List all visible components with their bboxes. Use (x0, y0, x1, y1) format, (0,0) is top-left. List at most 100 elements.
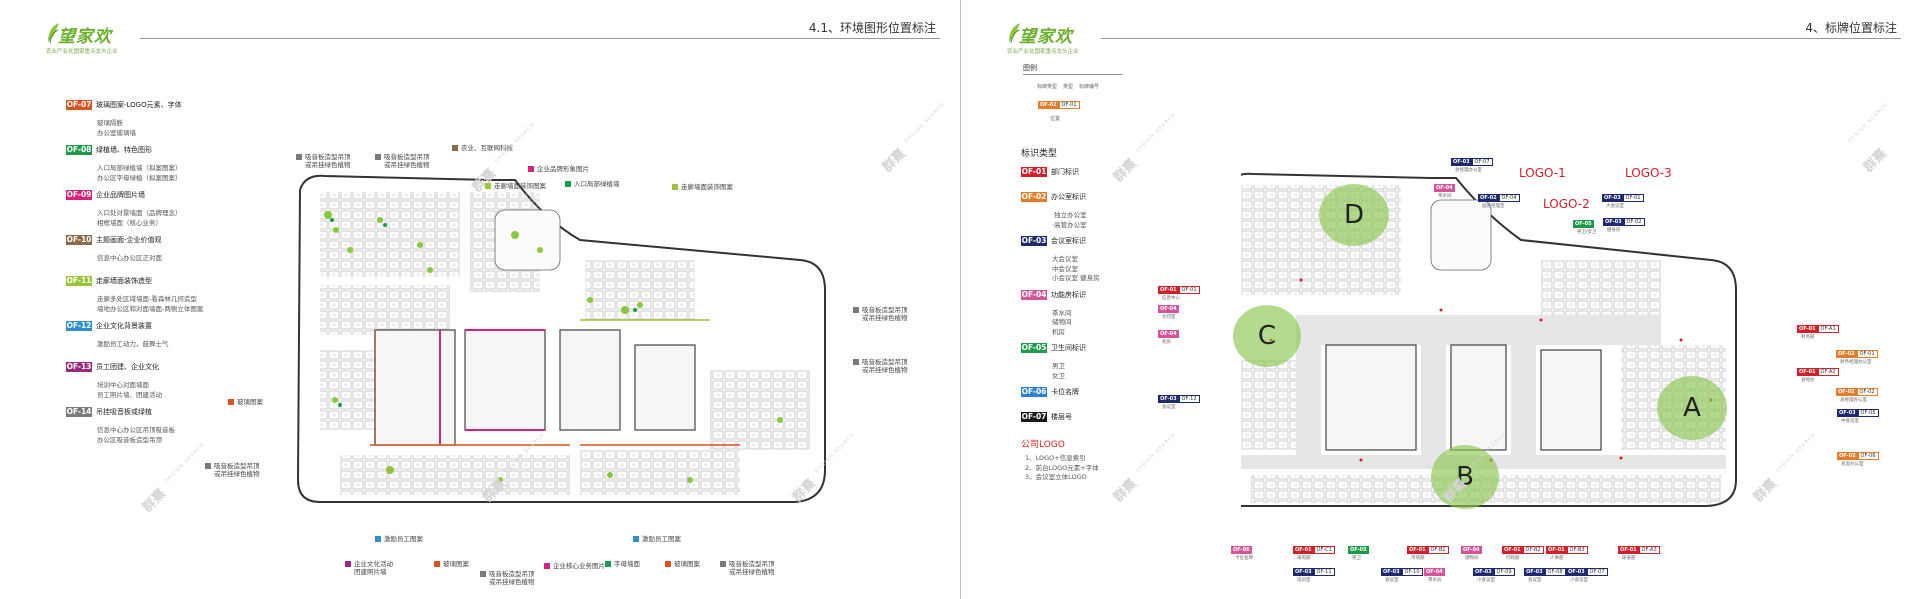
company-logo-line: 2、前台LOGO元素+字体 (1025, 463, 1099, 472)
plan-callout: 走廊墙面装饰图案 (672, 183, 733, 191)
sign-title: 会议室标识 (1051, 237, 1086, 245)
sign-tag-location: 储物间 (1465, 556, 1479, 561)
example-type-label: 标牌类型 (1037, 84, 1058, 90)
example-tag: OF-02 OF-01 (1038, 101, 1080, 109)
callout-marker (853, 359, 859, 365)
plan-callout: 入口局部绿植墙 (565, 180, 620, 188)
legend-title: 主题画面-企业价值观 (96, 236, 162, 244)
sign-tag-location: 信息中心 (1162, 296, 1180, 301)
legend-detail: 走廊多处区域墙面-看森林几何造型 (97, 295, 197, 303)
sign-tag-number: OF-B3 (1566, 546, 1588, 554)
sign-tag-number: OF-06 (1857, 452, 1879, 460)
legend-title: 吊挂吸音板或绿植 (96, 408, 152, 416)
plan-callout: 字母墙面 (605, 560, 640, 568)
callout-marker (633, 536, 639, 542)
sign-title: 楼层号 (1051, 413, 1072, 421)
sign-tag-code: OF-02 (1836, 388, 1857, 396)
callout-text: 入口局部绿植墙 (574, 180, 620, 188)
callout-marker (452, 145, 458, 151)
sign-tag-location: 人事部 (1550, 556, 1564, 561)
logo-label-3: LOGO-3 (1625, 166, 1672, 180)
callout-text: 玻璃图案 (237, 398, 263, 406)
sign-tag-location: 副总经理室 (1482, 204, 1505, 209)
company-logo-line: 1、LOGO+信息索引 (1025, 454, 1086, 462)
sign-tag-number: OF-11 (1313, 568, 1335, 576)
floor-plan-right (1241, 172, 1737, 507)
sign-tag-location: 总经理办公室 (1840, 398, 1867, 403)
sign-tag-code: OF-03 (1524, 568, 1545, 576)
example-caption: 位置 (1050, 116, 1061, 122)
callout-marker (544, 563, 550, 569)
sign-tag-code: OF-06 (1231, 546, 1252, 554)
sign-tag-code: OF-04 (1461, 546, 1482, 554)
callout-text: 农业、互联网科技 (461, 144, 513, 152)
legend-detail: 墙地办公区和对面墙面-两侧立体图案 (97, 304, 204, 313)
sign-detail: ·高管办公室 (1052, 220, 1087, 229)
sign-tag-location: 研发部 (1622, 556, 1636, 561)
header-rule (140, 38, 940, 39)
plan-callout: 吸音板造型吊顶 或吊挂绿色植物 (853, 306, 908, 322)
sign-code: OF-05 (1021, 343, 1047, 353)
sign-tag-code: OF-01 (1546, 546, 1567, 554)
plan-callout: 企业核心业务图片 (544, 562, 605, 570)
sign-detail: 小会议室 健身房 (1052, 274, 1100, 282)
sign-tag-number: OF-12 (1178, 395, 1200, 403)
sign-tag-number: OF-A2 (1817, 368, 1839, 376)
company-logo-line: 3、会议室立体LOGO (1025, 473, 1087, 481)
legend-code: OF-14 (66, 407, 92, 417)
sign-tag-code: OF-01 (1158, 286, 1179, 294)
sign-detail: 茶水间 (1052, 308, 1072, 317)
sign-tag-location: 男卫 (1352, 556, 1361, 561)
sign-tag-number: OF-A1 (1817, 325, 1839, 333)
callout-text: 玻璃图案 (443, 560, 469, 568)
sign-title: 办公室标识 (1051, 193, 1086, 201)
sign-tag: OF-05 (1573, 220, 1594, 228)
example-tag-code: OF-02 (1038, 101, 1059, 109)
sign-code: OF-03 (1021, 236, 1047, 246)
legend-code: OF-13 (66, 362, 92, 372)
sign-tag-code: OF-03 (1566, 568, 1587, 576)
sign-tag: OF-04 (1424, 568, 1445, 576)
sign-tag-code: OF-01 (1407, 546, 1428, 554)
callout-text: 吸音板造型吊顶 或吊挂绿色植物 (729, 560, 775, 576)
legend-detail: 办公室玻璃墙 (97, 128, 136, 137)
callout-text: 吸音板造型吊顶 或吊挂绿色植物 (862, 306, 908, 322)
callout-text: 吸音板造型吊顶 或吊挂绿色植物 (489, 570, 535, 586)
example-kind-label: 类型 (1063, 84, 1074, 90)
plan-callout: 吸音板造型吊顶 或吊挂绿色植物 (720, 560, 775, 576)
sign-tag-number: OF-07 (1471, 158, 1493, 166)
sign-tag: OF-05 (1348, 546, 1369, 554)
legend-detail: 相框墙面（核心业务） (97, 218, 162, 227)
sign-detail: 机房 (1052, 327, 1065, 336)
logo-label-2: LOGO-2 (1543, 197, 1590, 211)
sign-title: 卫生间标识 (1051, 344, 1086, 352)
legend-example: 图例 标牌类型 类型 标牌编号 OF-02 OF-01 位置 (1023, 63, 1143, 133)
plan-callout: 吸音板造型吊顶 或吊挂绿色植物 (205, 462, 260, 478)
right-page: 望家欢 农业产业化国家重点龙头企业 4、标牌位置标注 图例 标牌类型 类型 标牌… (961, 0, 1920, 599)
example-label: 图例 (1023, 64, 1037, 72)
brand-tagline: 农业产业化国家重点龙头企业 (1007, 49, 1079, 55)
sign-tag-number: OF-09 (1493, 568, 1515, 576)
brand-logo: 望家欢 农业产业化国家重点龙头企业 (983, 10, 1093, 55)
sign-tag-location: 财务经理办公室 (1840, 360, 1872, 365)
zone-c: C (1233, 305, 1301, 367)
sign-tag-code: OF-01 (1797, 368, 1818, 376)
callout-marker (375, 154, 381, 160)
sign-tag-location: 会议室 (1162, 405, 1176, 410)
callout-marker (434, 561, 440, 567)
